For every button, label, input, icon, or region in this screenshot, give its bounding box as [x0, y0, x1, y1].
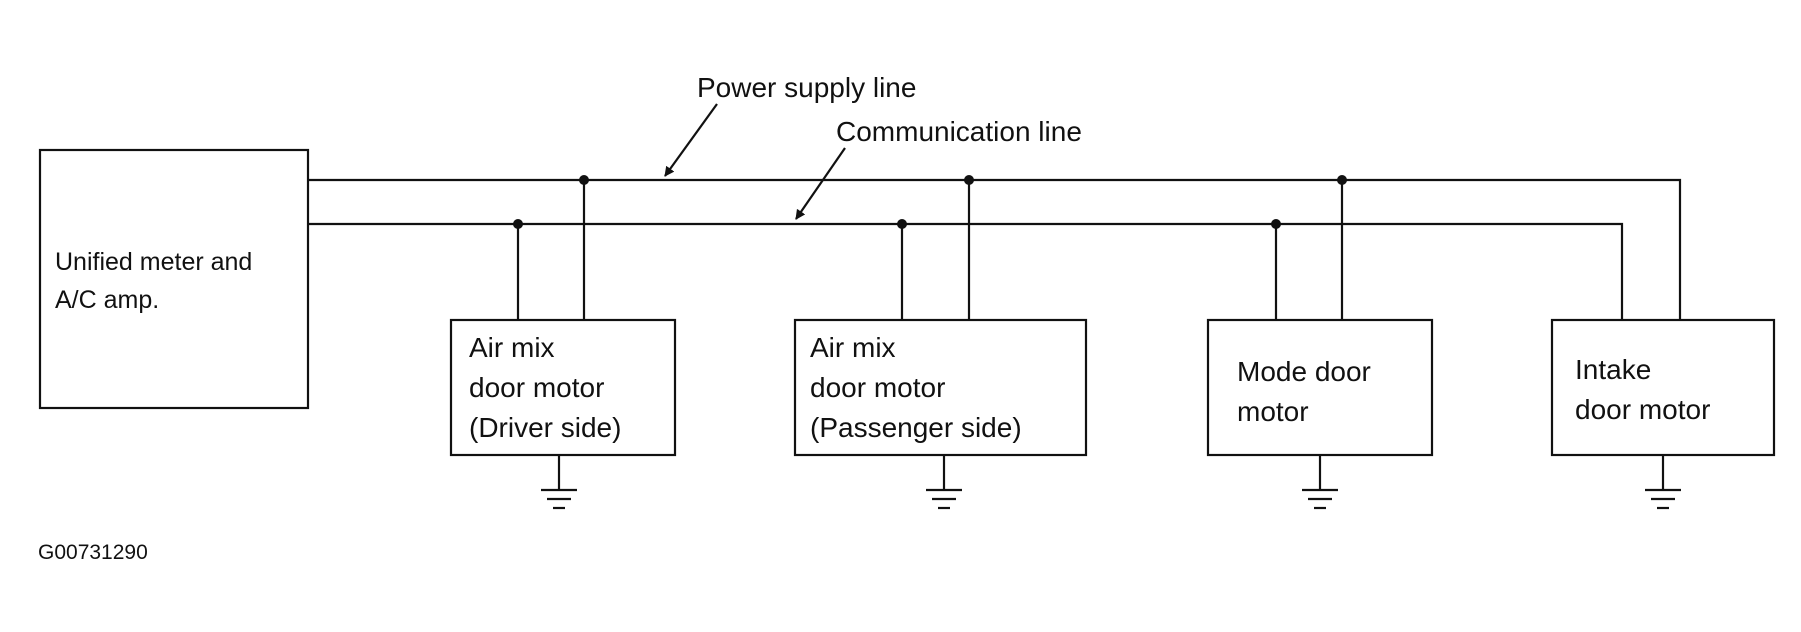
communication-line-label: Communication line — [836, 116, 1082, 147]
power-supply-line-arrow — [664, 103, 718, 177]
mode-motor-label-2: motor — [1237, 396, 1309, 427]
passenger-comm-junction — [897, 219, 907, 229]
passenger-motor-label-2: door motor — [810, 372, 945, 403]
passenger-power-junction — [964, 175, 974, 185]
intake-motor-label-2: door motor — [1575, 394, 1710, 425]
passenger-motor-label-1: Air mix — [810, 332, 896, 363]
mode-comm-junction — [1271, 219, 1281, 229]
air-mix-door-motor-driver-box — [449, 318, 677, 457]
mode-door-motor-box — [1206, 318, 1434, 457]
controller-label-line2: A/C amp. — [55, 286, 159, 314]
driver-motor-label-3: (Driver side) — [469, 412, 621, 443]
ground-symbol — [1645, 455, 1681, 510]
power-supply-line — [308, 178, 1682, 320]
passenger-motor-label-3: (Passenger side) — [810, 412, 1022, 443]
ground-symbol — [926, 455, 962, 510]
intake-motor-label-1: Intake — [1575, 354, 1651, 385]
ground-symbol — [541, 455, 577, 510]
mode-power-junction — [1337, 175, 1347, 185]
ground-symbol — [1302, 455, 1338, 510]
driver-motor-label-1: Air mix — [469, 332, 555, 363]
driver-motor-label-2: door motor — [469, 372, 604, 403]
communication-line-arrow — [795, 147, 846, 220]
figure-id: G00731290 — [38, 541, 148, 564]
driver-power-junction — [579, 175, 589, 185]
unified-meter-ac-amp-box — [38, 148, 310, 410]
power-supply-line-label: Power supply line — [697, 72, 916, 103]
communication-line — [308, 222, 1624, 320]
controller-label-line1: Unified meter and — [55, 248, 252, 276]
driver-comm-junction — [513, 219, 523, 229]
intake-door-motor-box — [1550, 318, 1776, 457]
air-mix-door-motor-passenger-box — [793, 318, 1088, 457]
mode-motor-label-1: Mode door — [1237, 356, 1371, 387]
